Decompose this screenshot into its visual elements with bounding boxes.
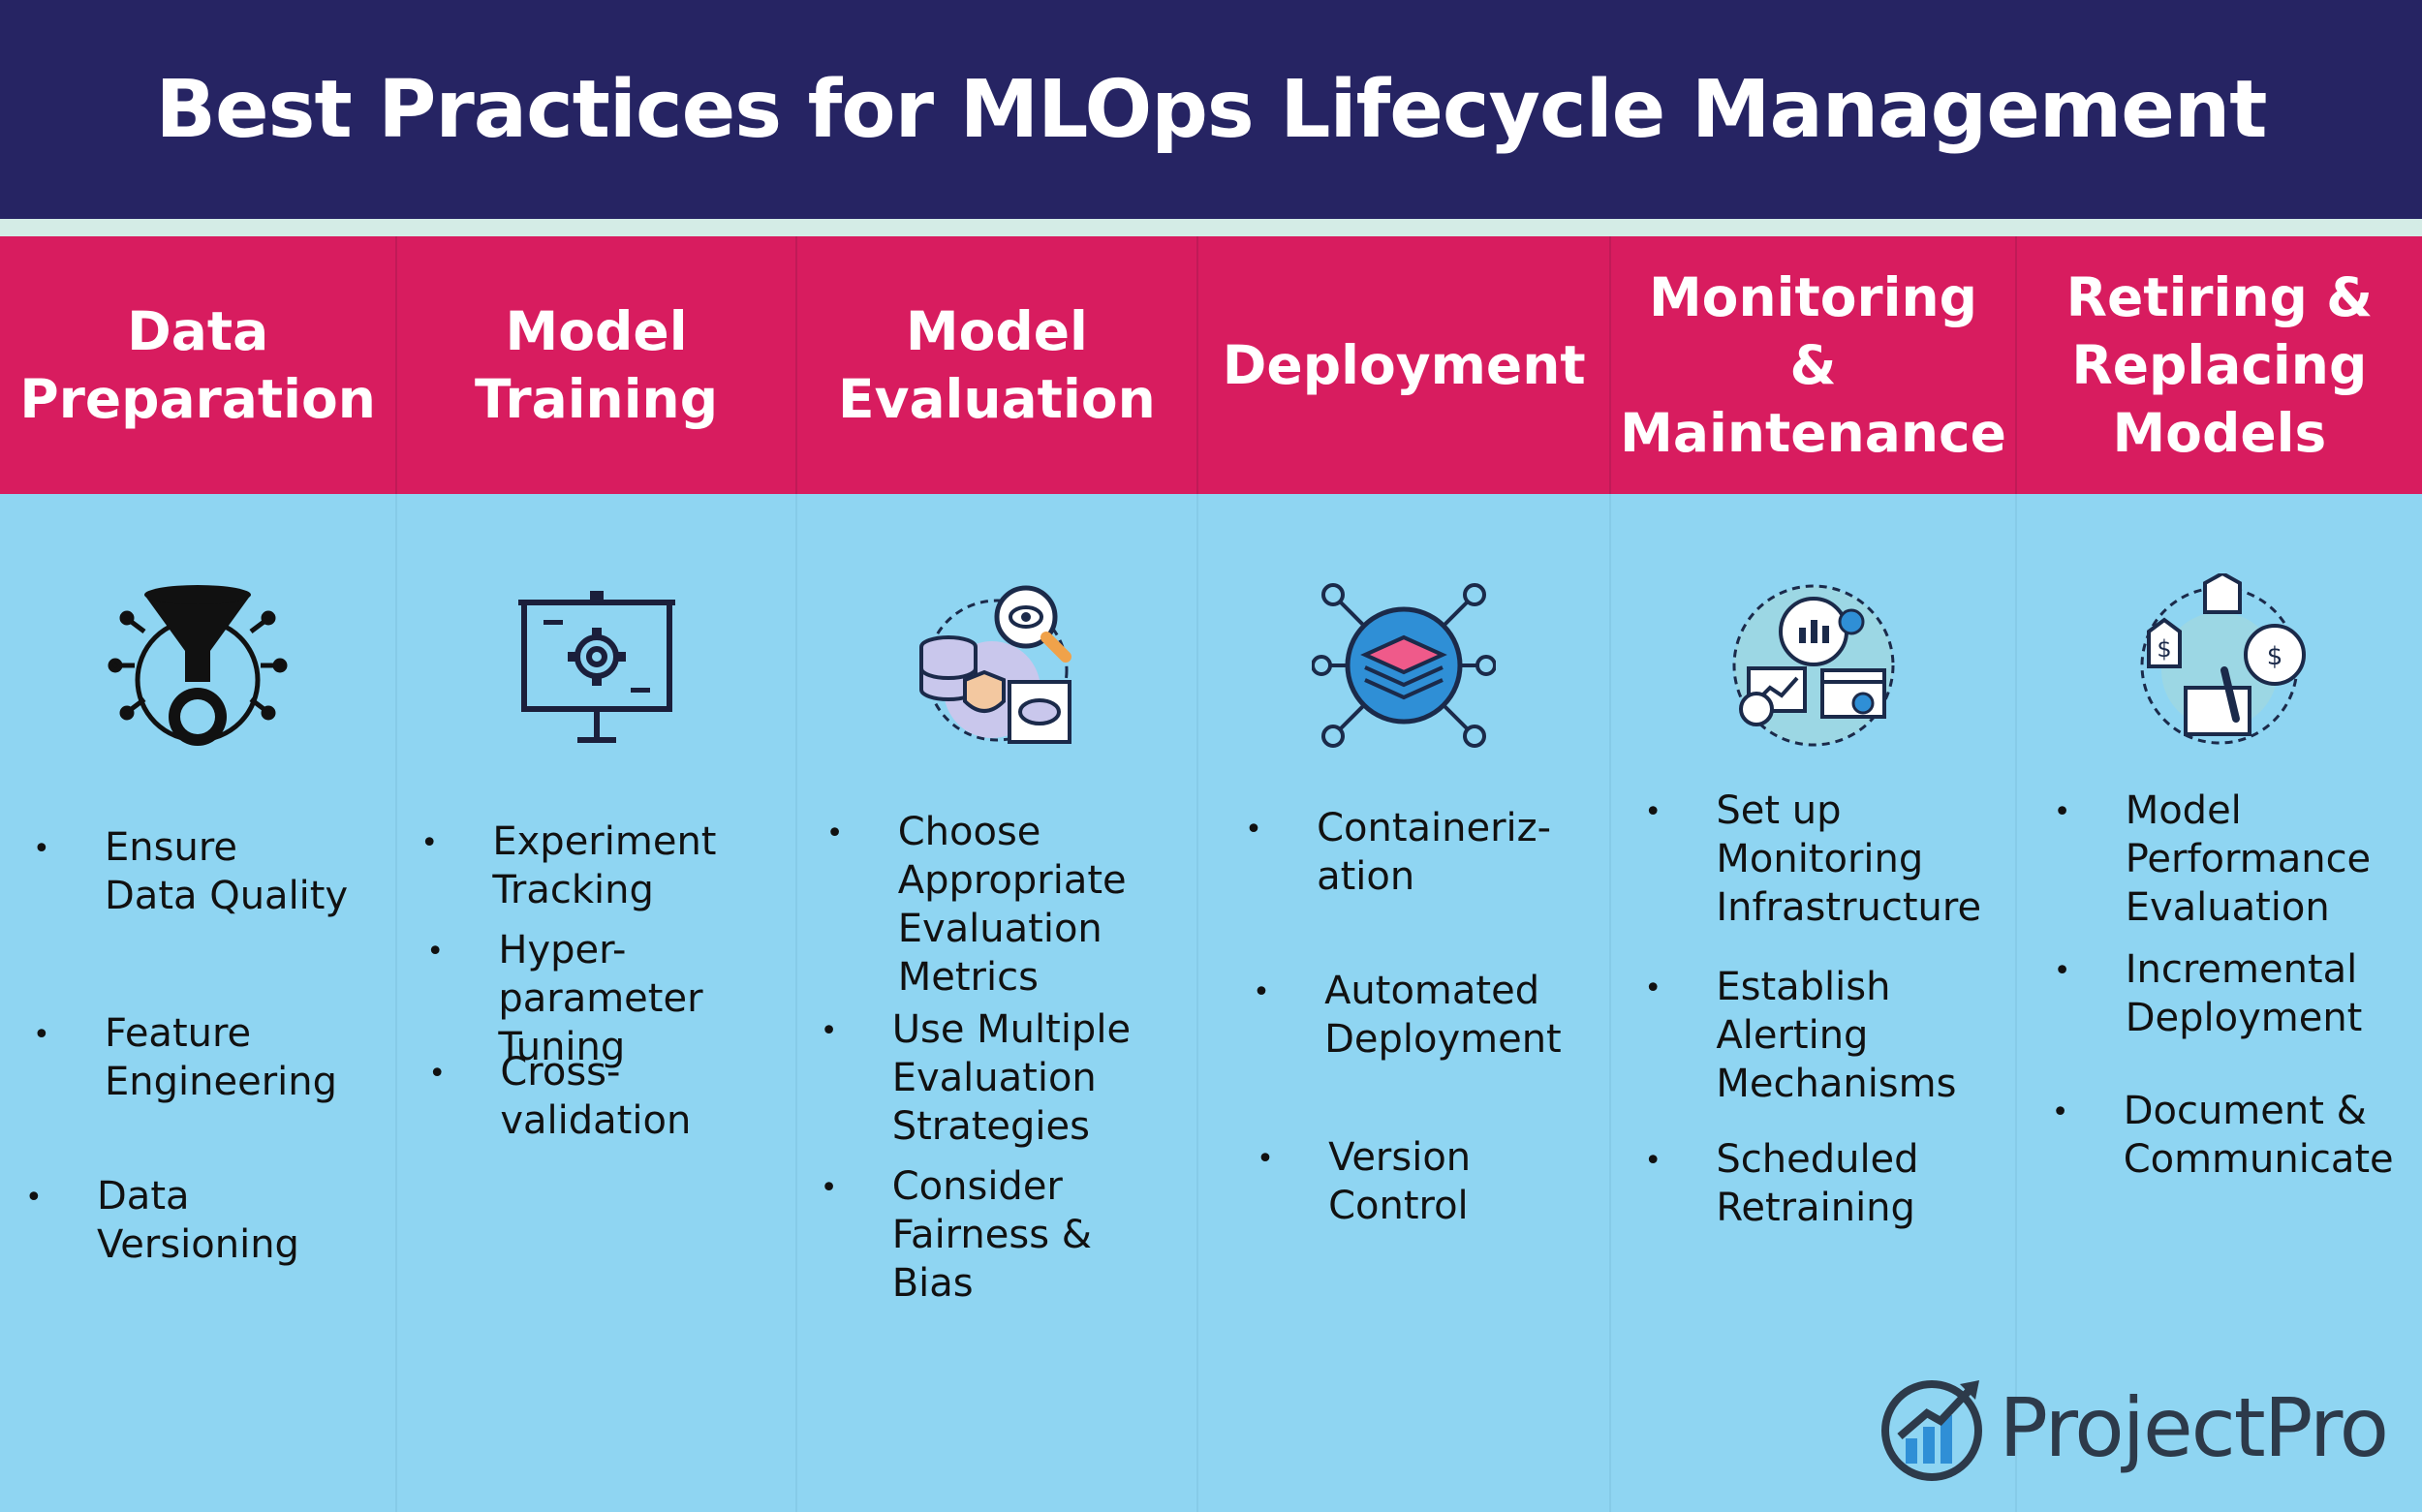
column-header: Retiring & Replacing Models bbox=[2016, 236, 2422, 494]
bullet-dot: • bbox=[25, 1181, 43, 1215]
presentation-gear-icon bbox=[505, 573, 689, 757]
column-heading: Model Evaluation bbox=[838, 300, 1156, 430]
list-item: •Use Multiple Evaluation Strategies bbox=[820, 1007, 1132, 1149]
list-item: •Containeriz- ation bbox=[1245, 806, 1552, 899]
list-item: •Scheduled Retraining bbox=[1644, 1137, 1919, 1230]
divider-strip bbox=[0, 219, 2422, 236]
finance-cycle-icon: $ $ bbox=[2127, 573, 2312, 757]
list-item: •Choose Appropriate Evaluation Metrics bbox=[825, 810, 1127, 1000]
column-deployment: Deployment bbox=[1196, 236, 1610, 1512]
list-item: •Data Versioning bbox=[25, 1174, 299, 1267]
layers-network-icon bbox=[1312, 573, 1497, 757]
column-body: $ $ •Model Performance Evaluation •Incre… bbox=[2014, 494, 2422, 1512]
column-data-preparation: Data Preparation bbox=[0, 236, 396, 1512]
list-item: •Feature Engineering bbox=[33, 1011, 337, 1104]
column-header: Model Training bbox=[397, 236, 795, 494]
column-heading: Monitoring & Maintenance bbox=[1620, 266, 2006, 464]
column-body: •Ensure Data Quality •Feature Engineerin… bbox=[0, 494, 396, 1512]
monitoring-analytics-icon bbox=[1722, 573, 1906, 757]
list-item: •Establish Alerting Mechanisms bbox=[1644, 965, 1957, 1106]
svg-text:$: $ bbox=[2267, 642, 2283, 671]
list-item: •Version Control bbox=[1257, 1135, 1472, 1228]
bullet-dot: • bbox=[820, 1171, 838, 1205]
funnel-gear-icon bbox=[106, 573, 290, 757]
list-item: •Cross- validation bbox=[428, 1050, 692, 1143]
bullet-dot: • bbox=[2053, 795, 2071, 829]
bullet-dot: • bbox=[820, 1014, 838, 1048]
column-heading: Retiring & Replacing Models bbox=[2065, 266, 2374, 464]
column-body: •Choose Appropriate Evaluation Metrics •… bbox=[794, 494, 1197, 1512]
bullet-dot: • bbox=[33, 832, 50, 866]
data-analysis-icon bbox=[905, 573, 1089, 757]
column-monitoring-maintenance: Monitoring & Maintenance •Set up bbox=[1609, 236, 2015, 1512]
column-body: •Experiment Tracking •Hyper- parameter T… bbox=[395, 494, 795, 1512]
columns-container: Data Preparation bbox=[0, 236, 2422, 1512]
column-header: Monitoring & Maintenance bbox=[1611, 236, 2015, 494]
brand-logo: ProjectPro bbox=[1879, 1374, 2389, 1481]
list-item: •Consider Fairness & Bias bbox=[820, 1164, 1092, 1306]
list-item: •Model Performance Evaluation bbox=[2053, 788, 2372, 930]
list-item: •Hyper- parameter Tuning bbox=[426, 928, 703, 1069]
list-item: •Incremental Deployment bbox=[2053, 947, 2363, 1040]
column-heading: Deployment bbox=[1222, 334, 1586, 396]
bullet-dot: • bbox=[1257, 1142, 1274, 1176]
list-item: •Automated Deployment bbox=[1253, 969, 1562, 1062]
bullet-dot: • bbox=[428, 1057, 447, 1091]
bullet-dot: • bbox=[2053, 954, 2071, 988]
bullet-dot: • bbox=[1644, 1144, 1662, 1178]
column-heading: Model Training bbox=[474, 300, 719, 430]
bullet-dot: • bbox=[426, 935, 445, 969]
bullet-dot: • bbox=[1644, 795, 1662, 829]
bullet-dot: • bbox=[1644, 972, 1662, 1005]
list-item: •Ensure Data Quality bbox=[33, 825, 349, 918]
column-heading: Data Preparation bbox=[19, 300, 376, 430]
growth-chart-logo-icon bbox=[1881, 1380, 1983, 1481]
bullet-dot: • bbox=[420, 826, 439, 860]
list-item: •Document & Communicate bbox=[2051, 1089, 2394, 1182]
column-header: Deployment bbox=[1198, 236, 1610, 494]
title-banner: Best Practices for MLOps Lifecycle Manag… bbox=[0, 0, 2422, 219]
list-item: •Experiment Tracking bbox=[420, 819, 717, 912]
bullet-dot: • bbox=[1245, 813, 1262, 847]
svg-text:$: $ bbox=[2157, 635, 2171, 663]
list-item: •Set up Monitoring Infrastructure bbox=[1644, 788, 1982, 930]
bullet-dot: • bbox=[1253, 975, 1270, 1009]
column-model-training: Model Training bbox=[395, 236, 795, 1512]
column-header: Model Evaluation bbox=[796, 236, 1197, 494]
column-model-evaluation: Model Evaluation bbox=[794, 236, 1197, 1512]
bullet-dot: • bbox=[825, 817, 844, 850]
bullet-dot: • bbox=[2051, 1095, 2069, 1129]
column-retiring-replacing-models: Retiring & Replacing Models $ $ •Model P… bbox=[2014, 236, 2422, 1512]
column-body: •Set up Monitoring Infrastructure •Estab… bbox=[1609, 494, 2015, 1512]
bullet-dot: • bbox=[33, 1018, 50, 1052]
brand-name: ProjectPro bbox=[1999, 1380, 2389, 1475]
column-body: •Containeriz- ation •Automated Deploymen… bbox=[1196, 494, 1610, 1512]
page-title: Best Practices for MLOps Lifecycle Manag… bbox=[155, 63, 2268, 156]
column-header: Data Preparation bbox=[0, 236, 396, 494]
